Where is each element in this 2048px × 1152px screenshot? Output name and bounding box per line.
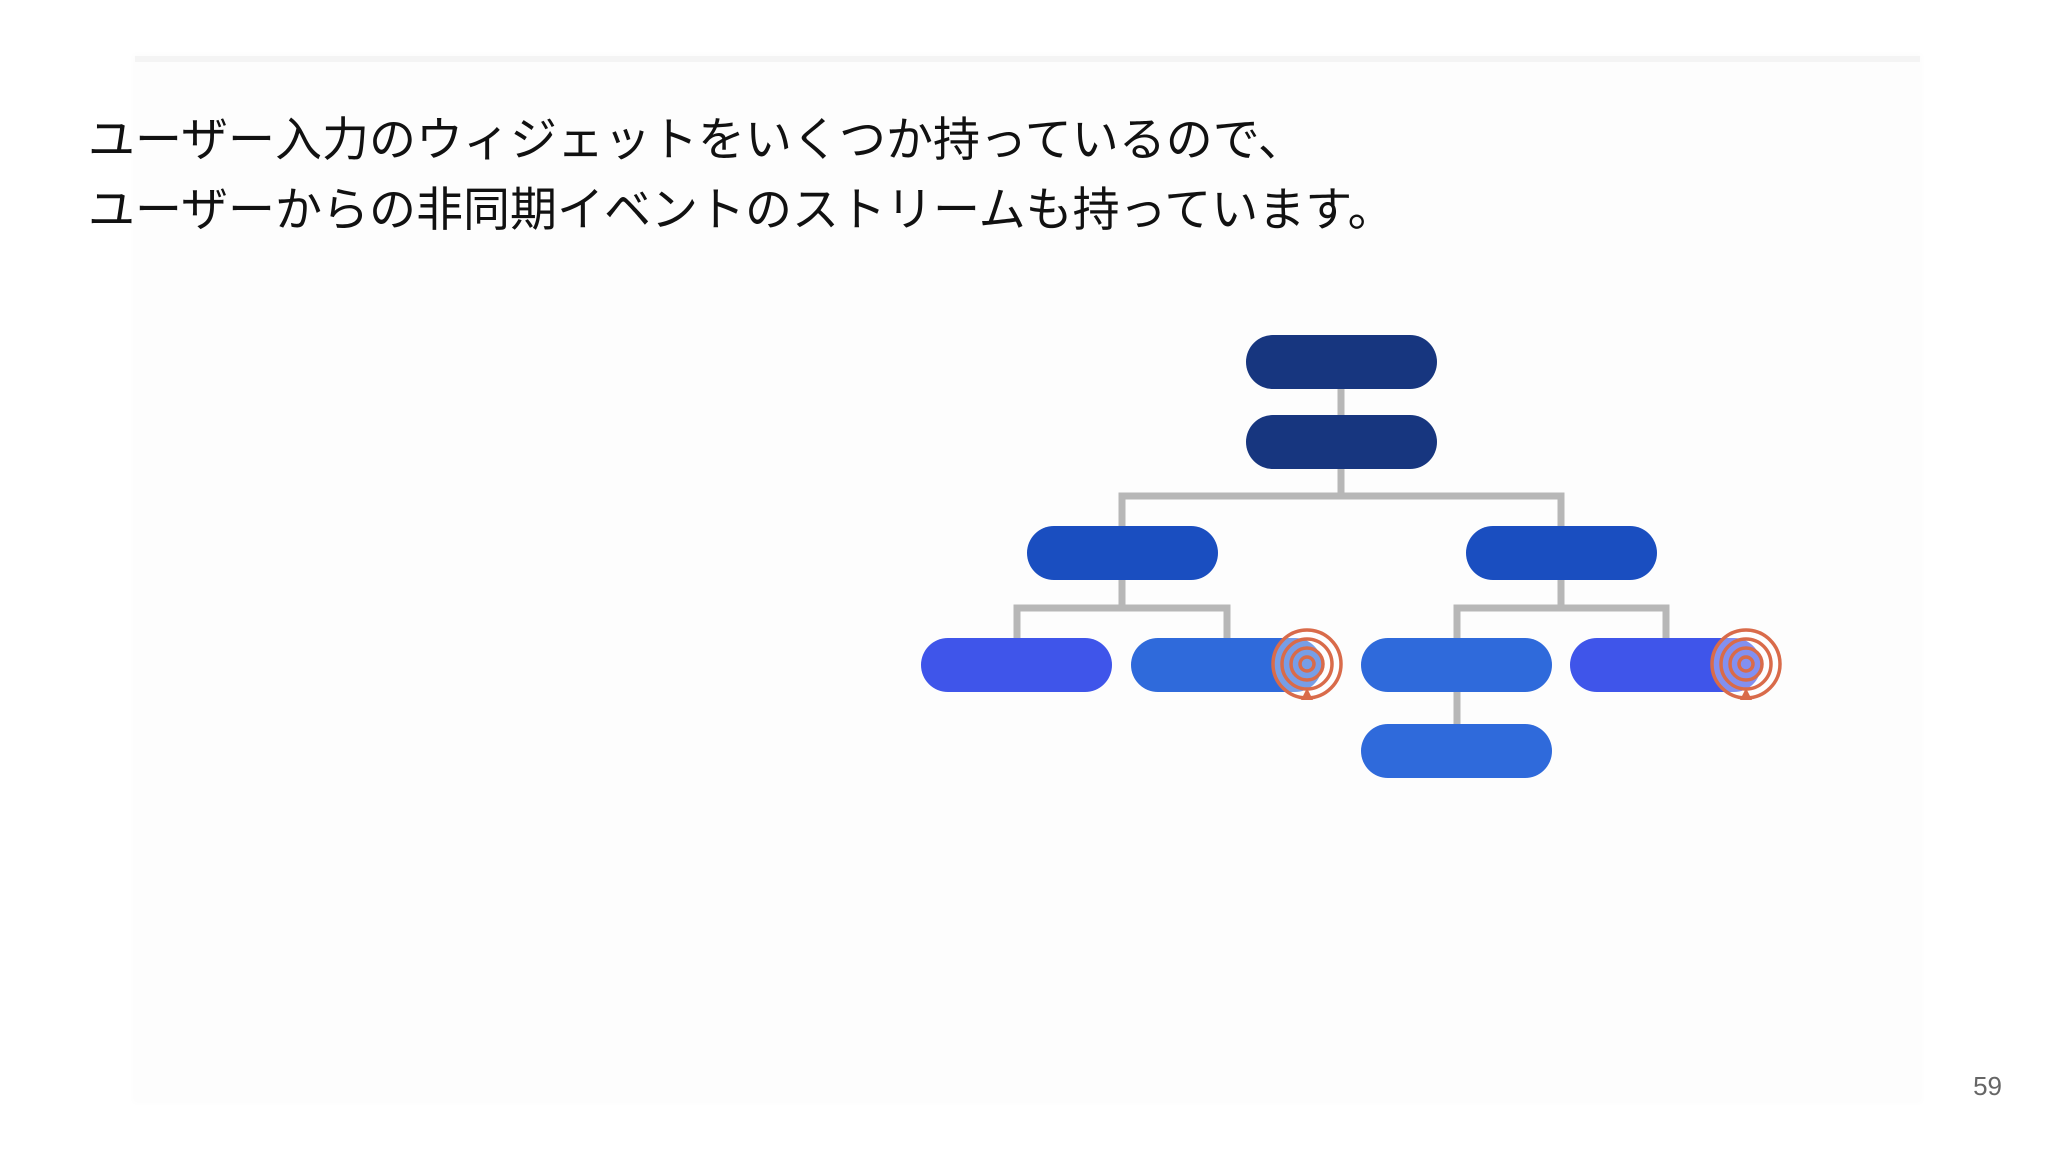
root-child-node: [1246, 415, 1437, 469]
broadcast-signal-icon: [1271, 628, 1343, 700]
heading-line-1: ユーザー入力のウィジェットをいくつか持っているので、: [88, 113, 1305, 168]
heading-line-2: ユーザーからの非同期イベントのストリームも持っています。: [88, 183, 1395, 238]
left-leaf-node-1: [921, 638, 1112, 692]
right-leaf-child-node: [1361, 724, 1552, 778]
slide-heading: ユーザー入力のウィジェットをいくつか持っているので、 ユーザーからの非同期イベン…: [88, 106, 1888, 246]
right-branch-node: [1466, 526, 1657, 580]
slide-top-rule: [135, 56, 1920, 62]
right-leaf-node-1: [1361, 638, 1552, 692]
broadcast-signal-icon: [1710, 628, 1782, 700]
root-node: [1246, 335, 1437, 389]
left-branch-node: [1027, 526, 1218, 580]
page-number: 59: [1973, 1071, 2002, 1101]
tree-connectors: [1013, 381, 1670, 730]
